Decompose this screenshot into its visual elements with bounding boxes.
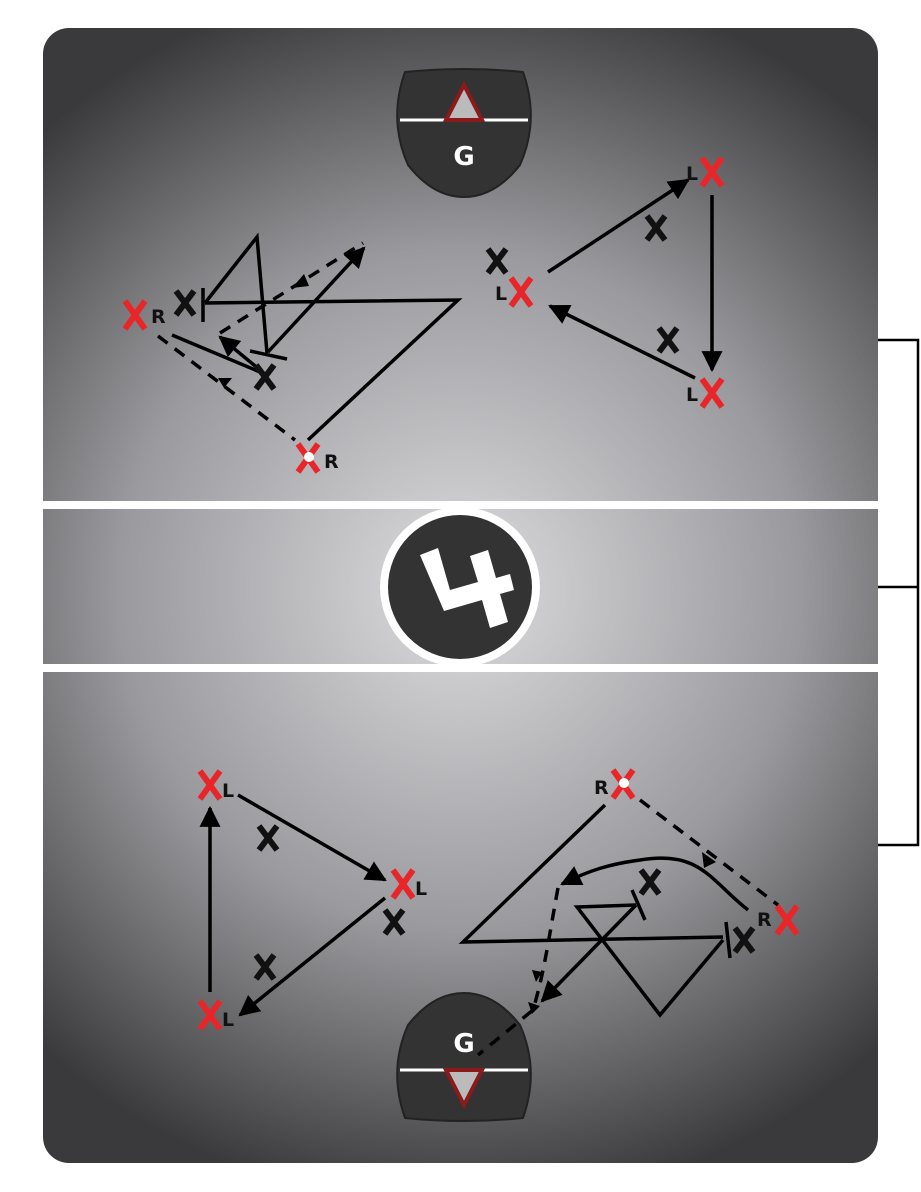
top-left-drill: R R	[125, 232, 463, 473]
player-label: L	[495, 283, 507, 305]
player-label: L	[222, 1009, 234, 1031]
player-label: L	[415, 878, 427, 900]
player-label: L	[686, 163, 698, 185]
bottom-goal-crease: G	[396, 991, 532, 1122]
top-right-drill: L L L	[488, 158, 722, 407]
ball-icon	[304, 452, 314, 462]
player-label: R	[151, 306, 166, 328]
ball-icon	[619, 778, 629, 788]
player-label: L	[686, 384, 698, 406]
lf-logo-icon	[380, 507, 540, 667]
bottom-left-drill: L L L	[200, 771, 427, 1031]
goal-icon	[442, 1068, 486, 1110]
goal-label: G	[453, 142, 474, 172]
player-label: R	[594, 777, 609, 799]
player-label: L	[222, 780, 234, 802]
goal-label: G	[453, 1029, 474, 1059]
goal-icon	[442, 80, 486, 122]
player-label: R	[757, 909, 772, 931]
player-label: R	[324, 451, 339, 473]
bottom-right-drill: R R	[458, 770, 797, 1057]
bracket	[878, 338, 920, 847]
top-goal-crease: G	[396, 68, 532, 199]
